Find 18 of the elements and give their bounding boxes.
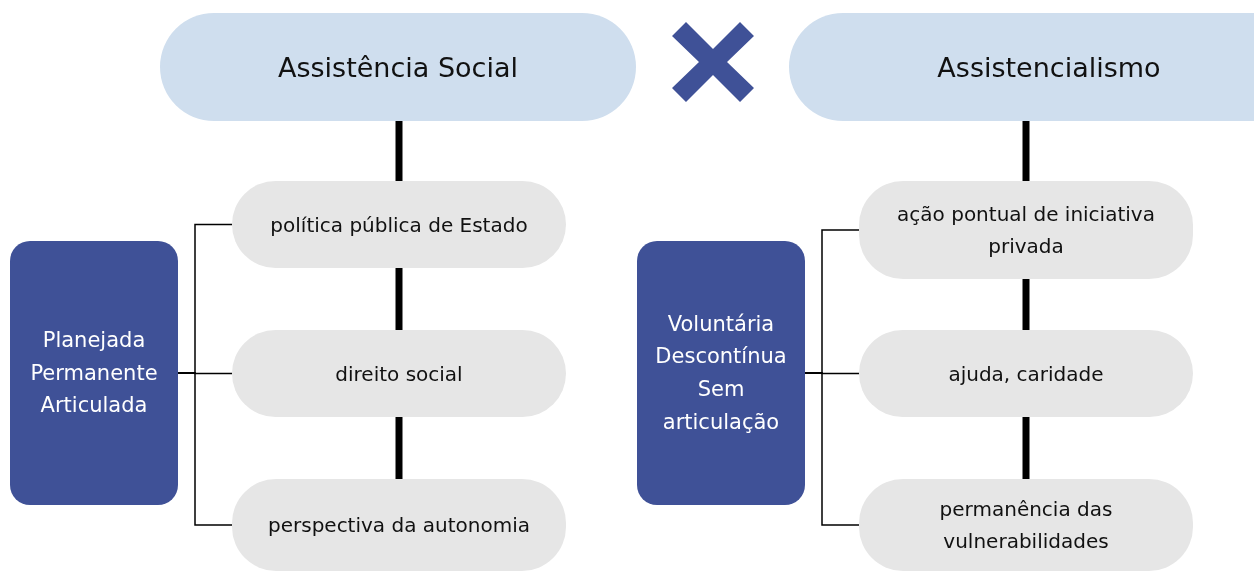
title-pill: Assistência Social [160,13,636,121]
item-pill: permanência das vulnerabilidades [859,479,1193,571]
title-pill: Assistencialismo [789,13,1254,121]
item-pill: direito social [232,330,566,417]
connector-line [395,417,403,479]
item-pill: perspectiva da autonomia [232,479,566,571]
bracket-line [177,372,233,526]
item-pill: ajuda, caridade [859,330,1193,417]
connector-line [395,268,403,330]
bracket-line [804,372,860,526]
connector-line [395,121,403,181]
attribute-box: Voluntária Descontínua Sem articulação [637,241,805,505]
connector-line [1022,121,1030,181]
item-pill: ação pontual de iniciativa privada [859,181,1193,279]
item-pill: política pública de Estado [232,181,566,268]
connector-line [1022,279,1030,330]
attribute-box: Planejada Permanente Articulada [10,241,178,505]
connector-line [1022,417,1030,479]
